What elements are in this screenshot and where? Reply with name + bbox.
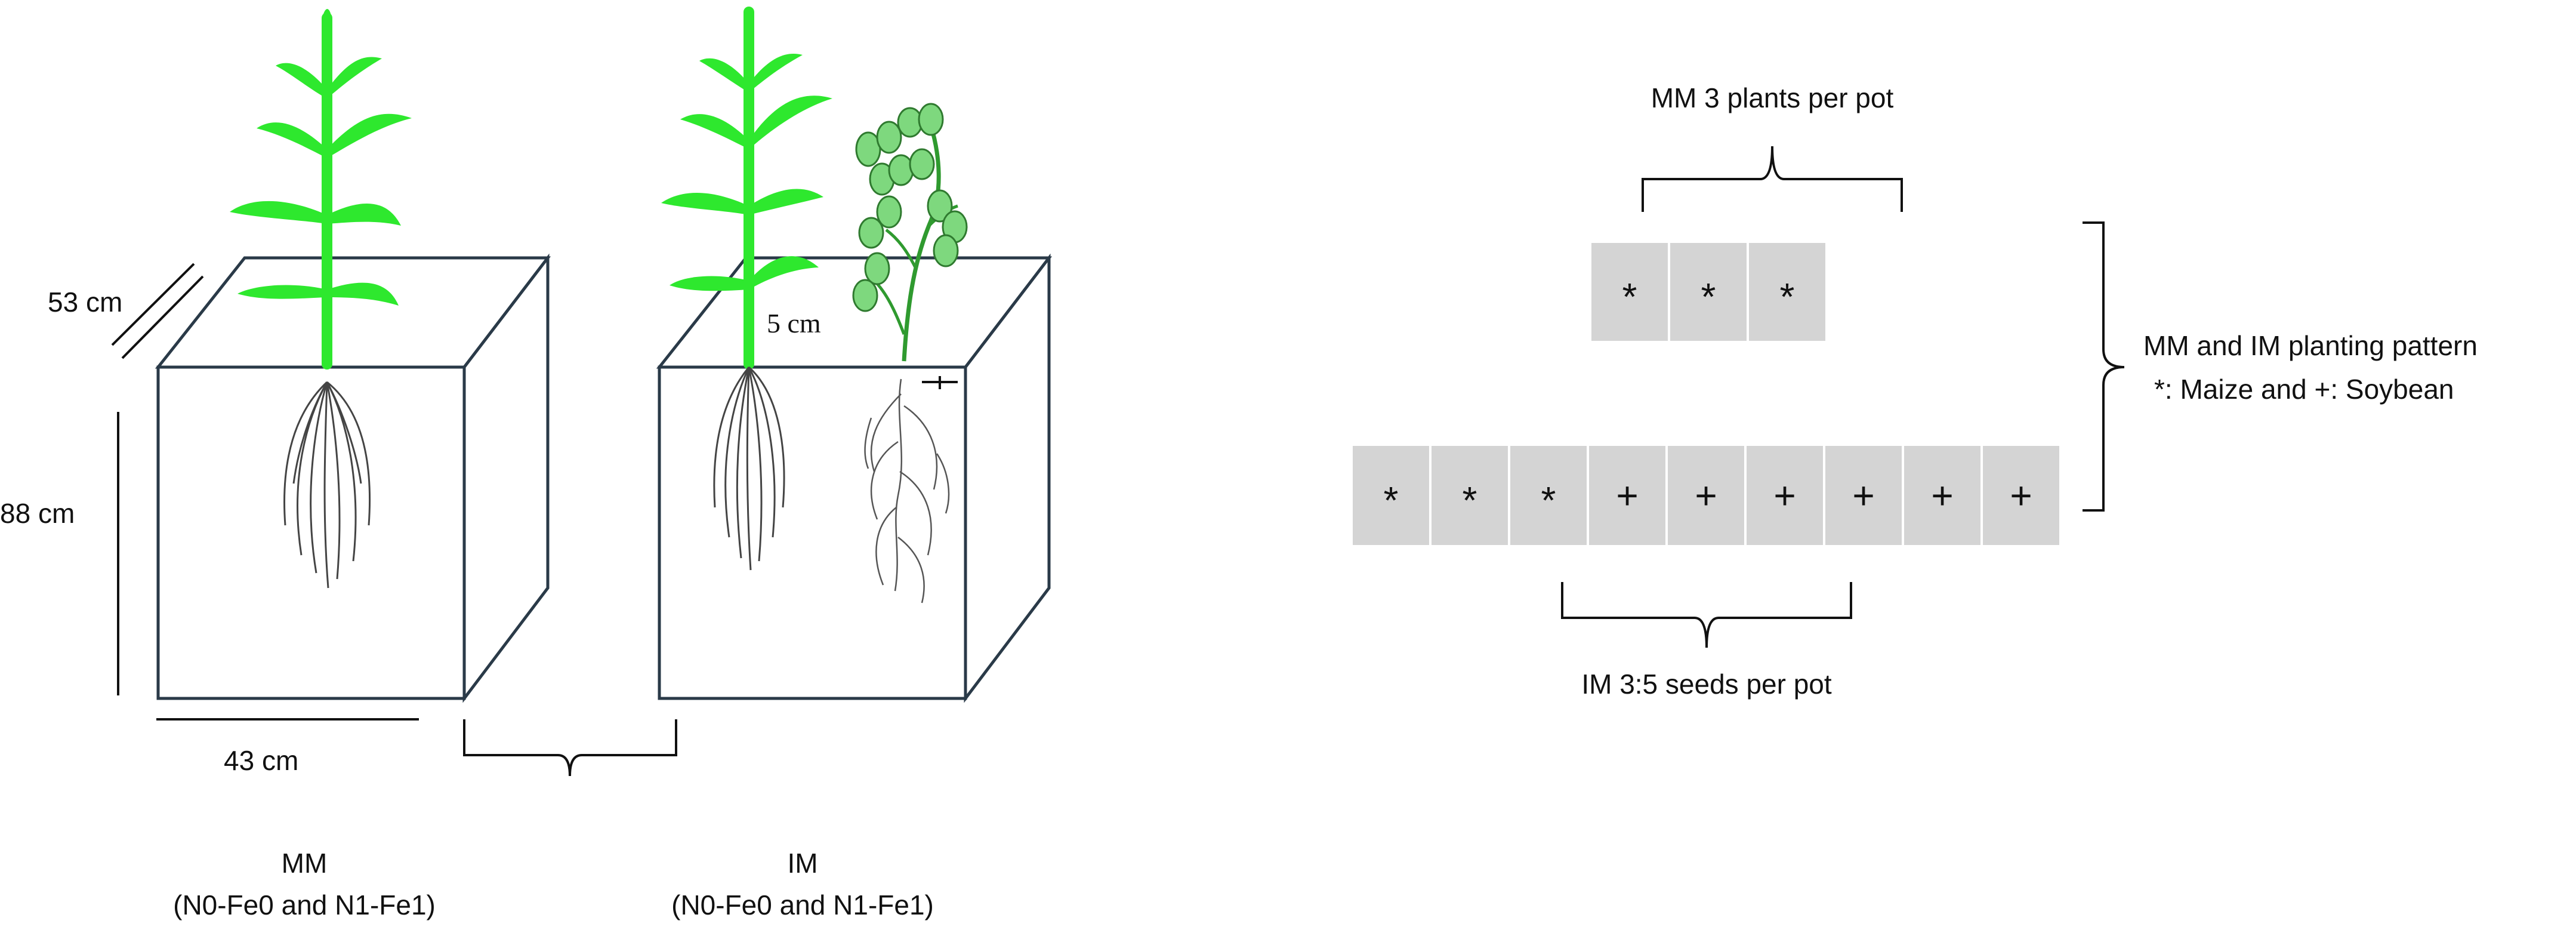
maize-roots-icon <box>713 366 785 571</box>
width-label: 43 cm <box>224 745 298 776</box>
dimension-lines <box>111 263 419 721</box>
maize-plant-icon <box>661 7 832 370</box>
height-label: 88 cm <box>0 498 75 529</box>
planting-cell <box>1350 444 1432 547</box>
soybean-roots-icon <box>864 376 958 604</box>
maize-symbol: * <box>1622 275 1637 318</box>
im-treatment-label: (N0-Fe0 and N1-Fe1) <box>671 889 934 920</box>
soybean-plant-icon <box>852 103 968 362</box>
im-label: IM <box>787 848 817 879</box>
planting-cell <box>1747 241 1828 343</box>
mm-treatment-label: (N0-Fe0 and N1-Fe1) <box>173 889 436 920</box>
mm-caption: MM 3 plants per pot <box>1651 82 1894 113</box>
maize-symbol: * <box>1541 479 1556 522</box>
planting-cell <box>1508 444 1589 547</box>
pots-brace <box>463 719 677 777</box>
mm-pot <box>155 9 551 703</box>
im-pot <box>656 7 1053 703</box>
planting-cell <box>1902 444 1983 547</box>
soybean-symbol: + <box>2010 474 2032 517</box>
maize-symbol: * <box>1463 479 1477 522</box>
mm-brace <box>1642 146 1903 212</box>
im-planting-row: * * * + + + + + + <box>1350 444 2062 547</box>
soybean-symbol: + <box>1931 474 1953 517</box>
spacing-label: 5 cm <box>767 308 821 338</box>
im-pot-front <box>658 365 967 700</box>
maize-symbol: * <box>1780 275 1795 318</box>
depth-label: 53 cm <box>48 287 122 318</box>
pattern-legend: *: Maize and +: Soybean <box>2154 374 2454 405</box>
im-brace <box>1561 582 1852 648</box>
planting-cell <box>1744 444 1825 547</box>
planting-cell <box>1668 241 1749 343</box>
soybean-symbol: + <box>1773 474 1796 517</box>
mm-label: MM <box>282 848 328 879</box>
soybean-symbol: + <box>1695 474 1717 517</box>
maize-symbol: * <box>1701 275 1716 318</box>
mm-planting-row: * * * <box>1589 241 1828 343</box>
planting-cell <box>1589 241 1670 343</box>
soybean-symbol: + <box>1852 474 1874 517</box>
planting-cell <box>1429 444 1510 547</box>
maize-roots-icon <box>283 381 371 589</box>
pattern-brace <box>2083 221 2125 512</box>
planting-cell <box>1980 444 2062 547</box>
im-caption: IM 3:5 seeds per pot <box>1581 669 1832 700</box>
maize-symbol: * <box>1384 479 1399 522</box>
maize-plant-icon <box>230 9 412 370</box>
soybean-symbol: + <box>1616 474 1638 517</box>
pattern-title: MM and IM planting pattern <box>2143 330 2478 361</box>
